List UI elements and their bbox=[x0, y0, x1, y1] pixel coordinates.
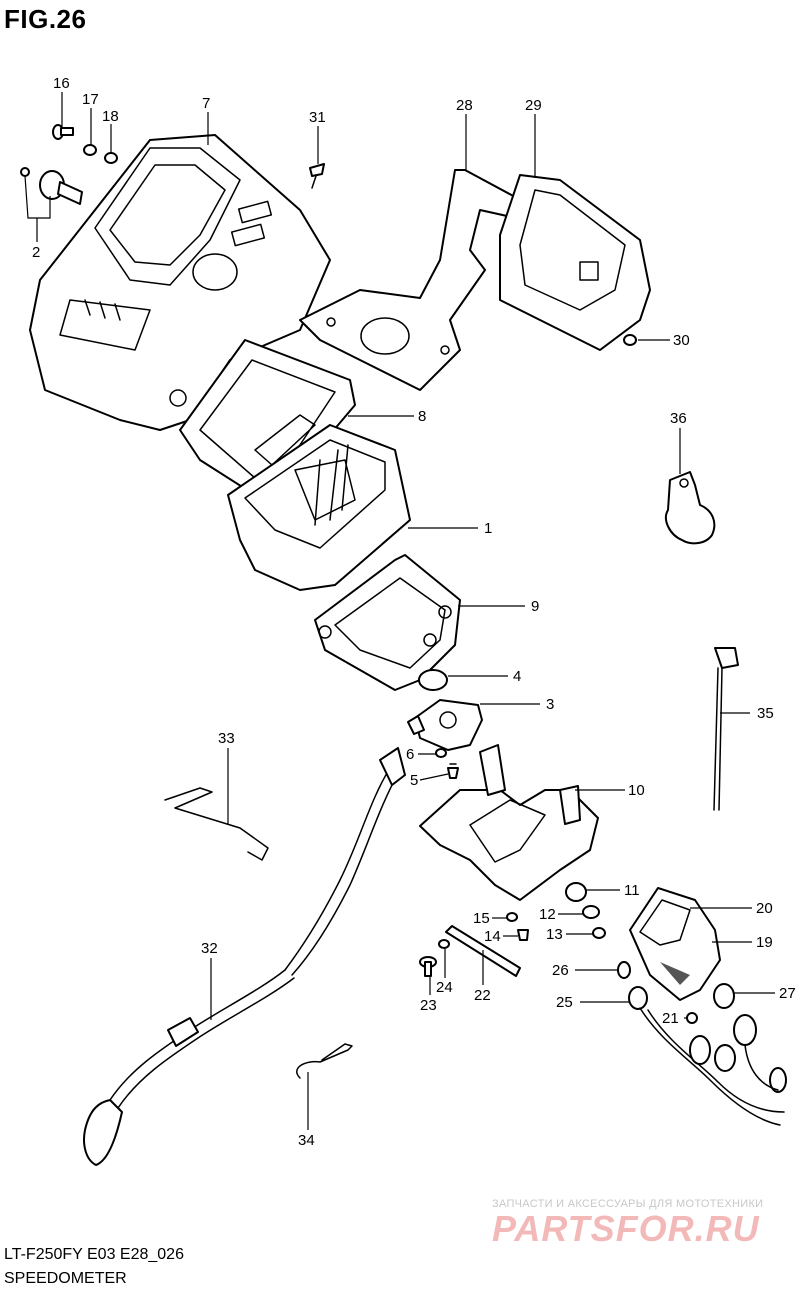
callout-22: 22 bbox=[474, 987, 491, 1004]
washer-18-part bbox=[104, 152, 118, 164]
visor-29-part bbox=[499, 174, 651, 351]
meter-housing-part bbox=[29, 134, 331, 431]
bolt-23-part bbox=[419, 956, 437, 977]
screw-14-part bbox=[517, 929, 529, 941]
bulb-25-part bbox=[628, 986, 648, 1010]
figure-name-label: SPEEDOMETER bbox=[4, 1270, 127, 1287]
meter-body-part bbox=[227, 424, 411, 591]
callout-16: 16 bbox=[53, 75, 70, 92]
clip-33-part bbox=[164, 787, 269, 861]
callout-19: 19 bbox=[756, 934, 773, 951]
callout-25: 25 bbox=[556, 994, 573, 1011]
callout-numbers: 1 2 3 4 5 6 7 8 9 10 11 12 13 14 15 16 1… bbox=[32, 75, 796, 1149]
meter-lower-case-part bbox=[314, 554, 461, 691]
speedometer-cable-32-part bbox=[83, 747, 406, 1166]
leader-lines bbox=[24, 92, 775, 1130]
callout-12: 12 bbox=[539, 906, 556, 923]
washer-24-part bbox=[438, 939, 450, 949]
callout-9: 9 bbox=[531, 598, 539, 615]
callout-24: 24 bbox=[436, 979, 453, 996]
screw-5-part bbox=[447, 763, 459, 779]
bulb-27-part bbox=[713, 983, 735, 1009]
callout-15: 15 bbox=[473, 910, 490, 927]
callout-21: 21 bbox=[662, 1010, 679, 1027]
callout-5: 5 bbox=[410, 772, 418, 789]
lamp-holder-19-part bbox=[629, 887, 721, 1001]
callout-17: 17 bbox=[82, 91, 99, 108]
bulb-26-part bbox=[617, 961, 631, 979]
watermark-tagline: ЗАПЧАСТИ И АКСЕССУАРЫ ДЛЯ МОТОТЕХНИКИ bbox=[492, 1198, 764, 1210]
callout-11: 11 bbox=[624, 882, 640, 899]
callout-36: 36 bbox=[670, 410, 687, 427]
callout-33: 33 bbox=[218, 730, 235, 747]
washer-17-part bbox=[83, 144, 97, 156]
callout-30: 30 bbox=[673, 332, 690, 349]
watermark-brand: PARTSFOR.RU bbox=[492, 1208, 760, 1249]
callout-3: 3 bbox=[546, 696, 554, 713]
callout-27: 27 bbox=[779, 985, 796, 1002]
callout-4: 4 bbox=[513, 668, 521, 685]
callout-20: 20 bbox=[756, 900, 773, 917]
callout-35: 35 bbox=[757, 705, 774, 722]
callout-7: 7 bbox=[202, 95, 210, 112]
callout-10: 10 bbox=[628, 782, 645, 799]
wiring-harness-part bbox=[639, 1007, 787, 1126]
callout-2: 2 bbox=[32, 244, 40, 261]
screw-30-part bbox=[623, 334, 637, 346]
washer-12-part bbox=[582, 905, 600, 919]
washer-6-part bbox=[435, 748, 447, 758]
callout-13: 13 bbox=[546, 926, 563, 943]
model-code-label: LT-F250FY E03 E28_026 bbox=[4, 1246, 184, 1263]
callout-28: 28 bbox=[456, 97, 473, 114]
callout-29: 29 bbox=[525, 97, 542, 114]
callout-34: 34 bbox=[298, 1132, 315, 1149]
clamp-36-part bbox=[664, 471, 716, 545]
callout-31: 31 bbox=[309, 109, 326, 126]
cable-tie-35-part bbox=[713, 647, 739, 811]
socket-21-part bbox=[686, 1012, 698, 1024]
callout-8: 8 bbox=[418, 408, 426, 425]
callout-14: 14 bbox=[484, 928, 501, 945]
callout-1: 1 bbox=[484, 520, 492, 537]
callout-18: 18 bbox=[102, 108, 119, 125]
drive-unit-part bbox=[407, 699, 483, 751]
bracket-10-part bbox=[419, 744, 599, 901]
ring-part bbox=[418, 669, 448, 691]
nut-13-part bbox=[592, 927, 606, 939]
screw-16-part bbox=[52, 124, 74, 140]
callout-6: 6 bbox=[406, 746, 414, 763]
figure-title: FIG.26 bbox=[4, 4, 87, 34]
washer-15-part bbox=[506, 912, 518, 922]
clip-34-part bbox=[296, 1043, 353, 1079]
screw-31-part bbox=[309, 163, 325, 189]
callout-23: 23 bbox=[420, 997, 437, 1014]
grommet-11-part bbox=[565, 882, 587, 902]
callout-26: 26 bbox=[552, 962, 569, 979]
callout-32: 32 bbox=[201, 940, 218, 957]
knob-2-part bbox=[20, 167, 83, 205]
bracket-28-part bbox=[299, 169, 531, 391]
